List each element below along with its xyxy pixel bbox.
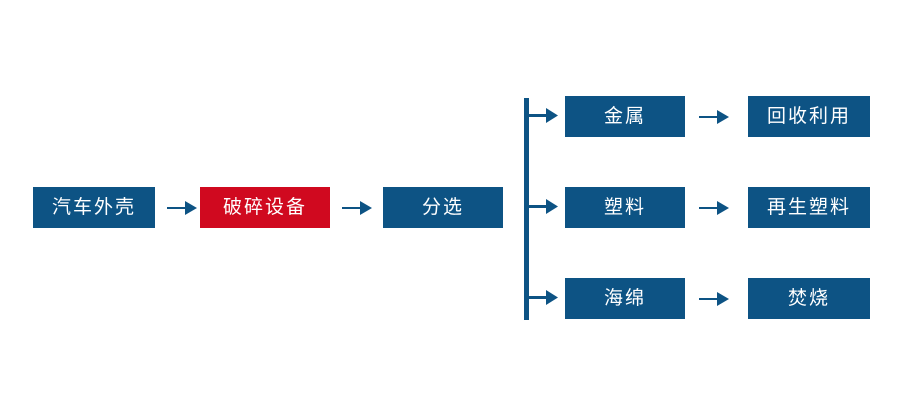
node-metal-label: 金属 [603, 105, 646, 127]
node-plastic-outcome[interactable]: 再生塑料 [748, 187, 870, 228]
right-arrow-icon [340, 193, 374, 223]
branch-arrow-icon [529, 285, 559, 311]
node-metal-outcome-label: 回收利用 [766, 105, 851, 127]
node-plastic[interactable]: 塑料 [565, 187, 685, 228]
node-sponge-outcome[interactable]: 焚烧 [748, 278, 870, 319]
branch-arrow-icon [529, 103, 559, 129]
node-shell-label: 汽车外壳 [51, 196, 136, 218]
node-crusher-label: 破碎设备 [222, 196, 307, 218]
branch-arrow-icon [529, 194, 559, 220]
right-arrow-icon [165, 193, 199, 223]
node-sponge-label: 海绵 [603, 287, 646, 309]
node-sponge-outcome-label: 焚烧 [787, 287, 830, 309]
node-metal[interactable]: 金属 [565, 96, 685, 137]
node-sorting-label: 分选 [421, 196, 464, 218]
right-arrow-icon [697, 193, 731, 223]
node-metal-outcome[interactable]: 回收利用 [748, 96, 870, 137]
node-plastic-outcome-label: 再生塑料 [766, 196, 851, 218]
node-crusher[interactable]: 破碎设备 [200, 187, 330, 228]
node-plastic-label: 塑料 [603, 196, 646, 218]
vertical-branch-bus [524, 98, 529, 320]
node-sorting[interactable]: 分选 [383, 187, 503, 228]
right-arrow-icon [697, 102, 731, 132]
node-shell[interactable]: 汽车外壳 [33, 187, 155, 228]
node-sponge[interactable]: 海绵 [565, 278, 685, 319]
right-arrow-icon [697, 284, 731, 314]
